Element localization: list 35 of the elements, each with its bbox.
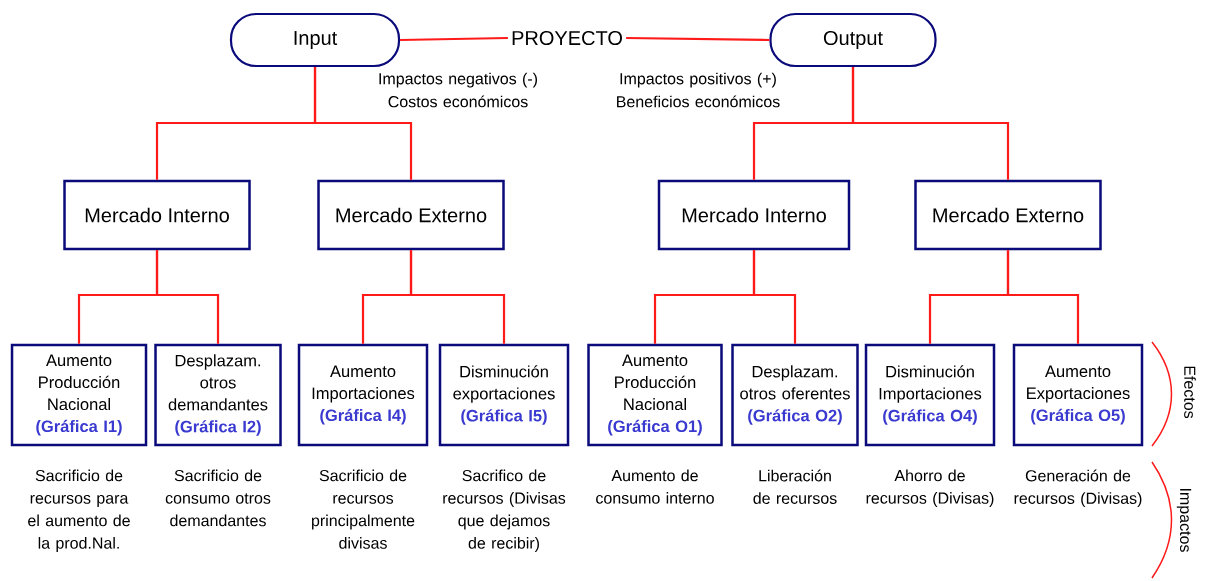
connector-line: [1006, 250, 1080, 344]
impact-text: Liberación de recursos: [753, 469, 837, 504]
effect-box: Desplazam. otros demandantes (Gráfica I2): [154, 343, 282, 447]
effect-box: Desplazam. otros oferentes (Gráfica O2): [731, 343, 859, 447]
market-box: Mercado Interno: [657, 179, 851, 251]
impact-text: Sacrificio de consumo otros demandantes: [165, 469, 271, 527]
terminal-pill: Output: [769, 12, 937, 68]
connector-line: [400, 36, 508, 42]
impact-text: Sacrificio de recursos para el aumento de la prod.Nal.: [28, 469, 130, 552]
effect-box: Disminución Importaciones (Gráfica O4): [864, 343, 996, 447]
impact-text: Sacrificio de recursos principalmente divisas: [312, 469, 415, 549]
side-label: Efectos: [1184, 366, 1196, 419]
connector-line: [409, 250, 506, 344]
market-box: Mercado Interno: [63, 179, 251, 251]
effect-box: Aumento Producción Nacional (Gráfica O1): [587, 343, 723, 447]
connector-line: [752, 250, 797, 344]
connector-line: [851, 67, 1010, 180]
side-label: Impactos: [1176, 489, 1192, 552]
effect-box: Aumento Exportaciones (Gráfica O5): [1012, 343, 1144, 447]
effect-box: Aumento Importaciones (Gráfica I4): [297, 343, 429, 447]
impact-note: Impactos negativos (-) Costos económicos: [379, 72, 537, 108]
impact-text: Aumento de consumo interno: [596, 469, 714, 504]
impact-note: Impactos positivos (+) Beneficios económicos: [617, 72, 780, 108]
terminal-pill: Input: [229, 12, 401, 68]
project-label: PROYECTO: [512, 30, 622, 46]
market-box: Mercado Externo: [914, 179, 1102, 251]
impact-text: Generación de recursos (Divisas): [1014, 469, 1142, 508]
market-box: Mercado Externo: [317, 179, 505, 251]
effect-box: Disminución exportaciones (Gráfica I5): [438, 343, 570, 447]
impact-text: Sacrifico de recursos (Divisas que dejamos de recibir): [443, 469, 566, 552]
effect-box: Aumento Producción Nacional (Gráfica I1): [10, 343, 148, 447]
connector-line: [155, 250, 220, 344]
impact-text: Ahorro de recursos (Divisas): [866, 469, 994, 507]
connector-line: [313, 67, 413, 180]
connector-line: [626, 36, 770, 42]
